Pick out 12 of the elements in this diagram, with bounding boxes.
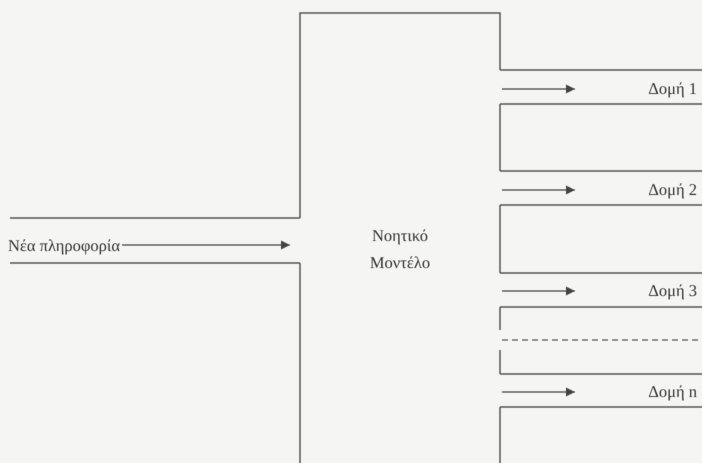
- structure-label: Δομή n: [580, 378, 697, 405]
- arrow: [122, 240, 290, 250]
- structure-label: Δομή 1: [580, 75, 697, 102]
- model-block: [300, 13, 500, 463]
- arrow: [502, 186, 575, 194]
- arrow: [502, 286, 575, 296]
- structure-label: Δομή 2: [580, 176, 697, 203]
- block-title: Νοητικό Μοντέλο: [368, 225, 432, 274]
- arrow: [502, 84, 575, 94]
- structure-label: Δομή 3: [580, 277, 697, 304]
- input-label: Νέα πληροφορία: [8, 232, 120, 259]
- arrow: [502, 388, 575, 396]
